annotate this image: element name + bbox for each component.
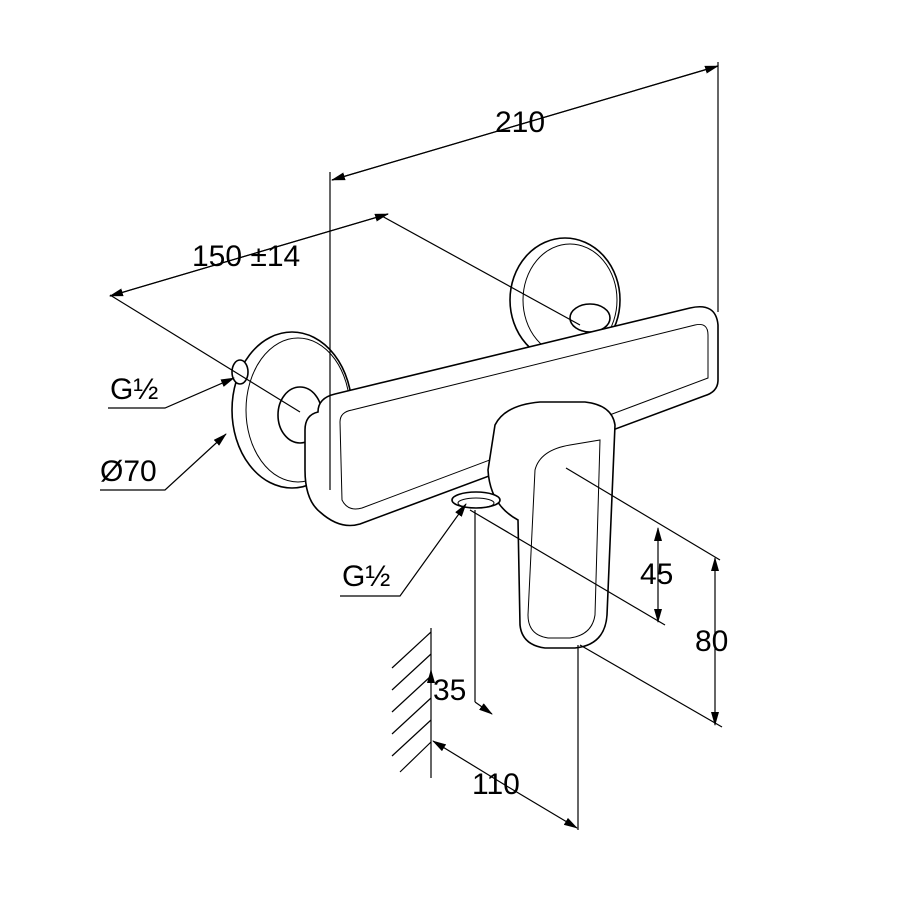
dim-80-label: 80 xyxy=(695,625,729,658)
dim-110-label: 110 xyxy=(472,768,520,801)
dim-150-label: 150 ±14 xyxy=(192,240,301,273)
dim-45-label: 45 xyxy=(640,558,674,591)
lever-handle xyxy=(487,401,616,649)
outlet-thread-label: G½ xyxy=(342,560,391,593)
inlet-thread-label: G½ xyxy=(110,373,159,406)
dim-210-label: 210 xyxy=(495,106,546,139)
dim-35-label: 35 xyxy=(433,674,467,707)
dimension-lines xyxy=(100,62,723,830)
outlet-thread xyxy=(451,491,501,509)
flange-diameter-label: Ø70 xyxy=(100,455,157,488)
